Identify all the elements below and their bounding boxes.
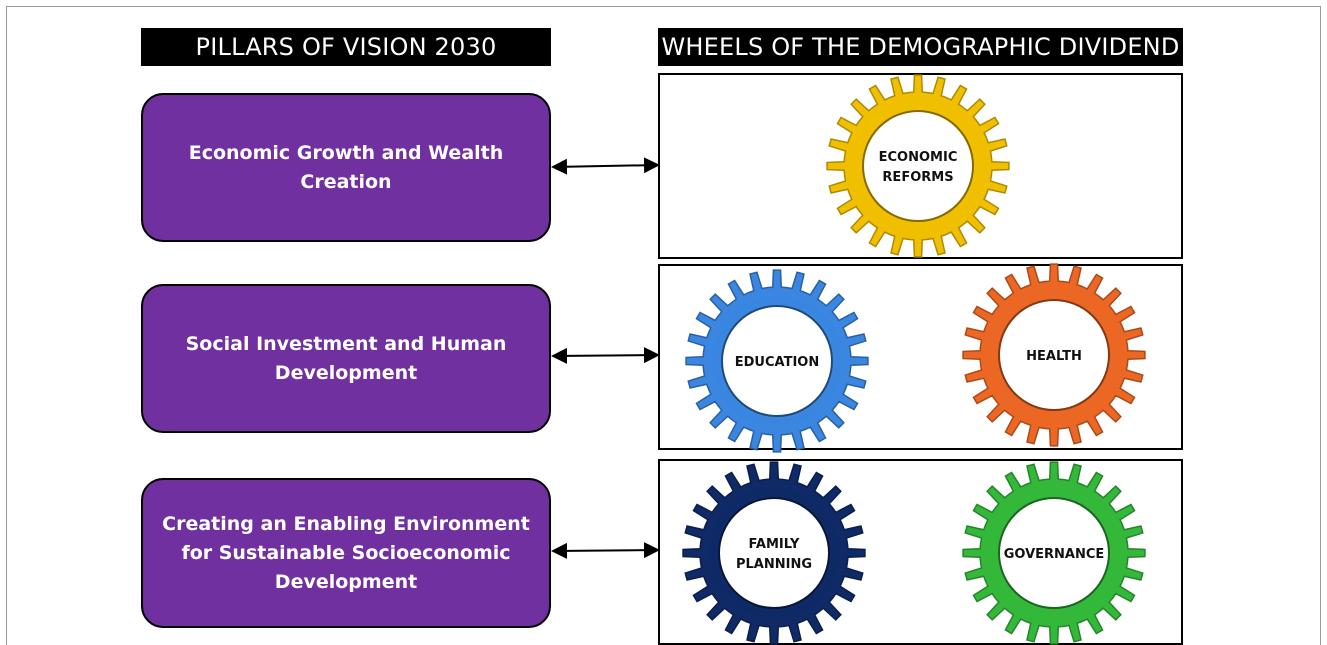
wheel-health: HEALTH xyxy=(962,263,1146,447)
pillars-header: PILLARS OF VISION 2030 xyxy=(141,28,551,66)
wheel-label: FAMILY xyxy=(749,537,800,552)
gear-hub xyxy=(998,497,1110,609)
gear-ring xyxy=(989,290,1119,420)
gear-ring xyxy=(989,488,1119,618)
wheel-label: PLANNING xyxy=(736,557,812,572)
pillar-social-investment: Social Investment and Human Development xyxy=(141,284,551,433)
wheel-education: EDUCATION xyxy=(685,269,869,453)
pillar-enabling-environment: Creating an Enabling Environment for Sus… xyxy=(141,478,551,628)
wheel-governance: GOVERNANCE xyxy=(962,461,1146,645)
gear-ring xyxy=(853,101,983,231)
wheel-label: REFORMS xyxy=(882,170,953,185)
wheels-header: WHEELS OF THE DEMOGRAPHIC DIVIDEND xyxy=(658,28,1183,66)
gear-hub xyxy=(862,110,974,222)
gear-hub xyxy=(721,305,833,417)
gear-ring xyxy=(712,296,842,426)
wheel-label: ECONOMIC xyxy=(879,150,958,165)
gear-ring xyxy=(709,488,839,618)
gear-hub xyxy=(718,497,830,609)
wheel-label: EDUCATION xyxy=(735,355,819,370)
arrow-social xyxy=(551,347,660,364)
figure-frame xyxy=(6,6,1321,645)
wheel-label: HEALTH xyxy=(1026,349,1082,364)
wheel-label: GOVERNANCE xyxy=(1004,547,1105,562)
wheel-family-planning: FAMILY PLANNING xyxy=(682,461,866,645)
wheel-economic-reforms: ECONOMIC REFORMS xyxy=(826,74,1010,258)
pillar-economic-growth: Economic Growth and Wealth Creation xyxy=(141,93,551,242)
arrow-economic xyxy=(551,157,660,175)
gear-hub xyxy=(998,299,1110,411)
arrow-enabling xyxy=(551,542,660,559)
